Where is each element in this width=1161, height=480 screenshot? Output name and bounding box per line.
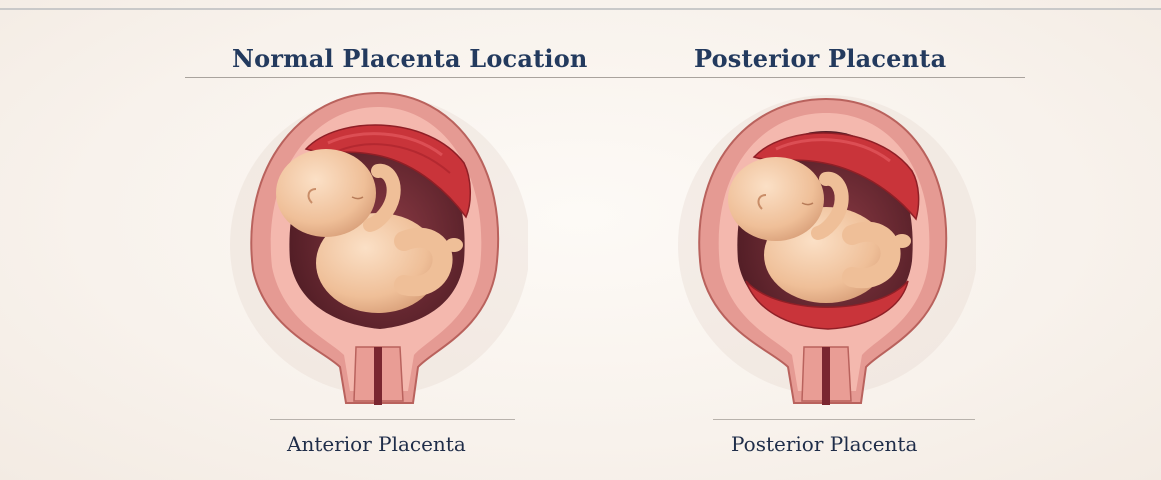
uterus-illustration-posterior	[676, 85, 976, 415]
heading-divider	[185, 77, 1025, 78]
heading-posterior-placenta: Posterior Placenta	[694, 44, 946, 73]
fetus-head	[276, 149, 376, 237]
heading-normal-placenta-location: Normal Placenta Location	[232, 44, 588, 73]
caption-anterior-placenta: Anterior Placenta	[287, 432, 466, 456]
fetus-head	[728, 157, 824, 241]
caption-divider-left	[270, 419, 515, 420]
caption-posterior-placenta: Posterior Placenta	[731, 432, 917, 456]
top-divider	[0, 8, 1161, 10]
caption-divider-right	[713, 419, 975, 420]
fetus-foot	[445, 238, 463, 252]
cervical-canal	[374, 347, 382, 405]
uterus-illustration-anterior	[228, 85, 528, 415]
fetus-foot	[893, 234, 911, 248]
cervical-canal	[822, 347, 830, 405]
